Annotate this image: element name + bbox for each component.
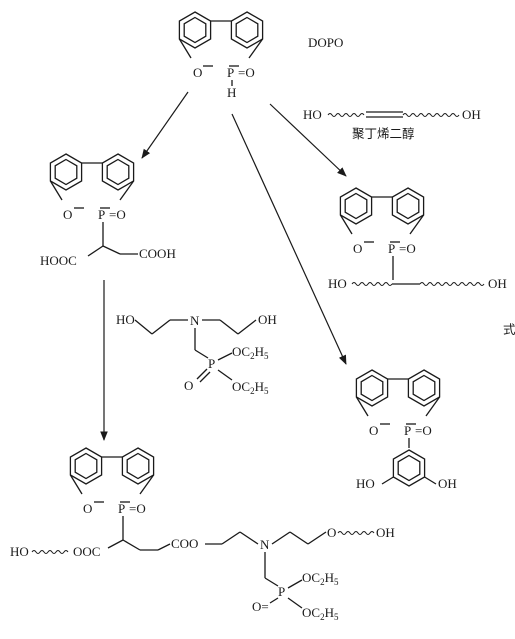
p2-ring-o: O	[353, 241, 362, 256]
p4-p2: P	[278, 584, 285, 599]
p4-coo: COO	[171, 536, 198, 551]
r2-p-o: O	[184, 378, 193, 393]
p2-ho: HO	[328, 276, 347, 291]
polybutadiene-diol-reagent: HO OH	[303, 107, 481, 122]
p2-eq-o: =O	[399, 241, 416, 256]
p3-ring-o: O	[369, 423, 378, 438]
p3-oh: OH	[438, 476, 457, 491]
dopo-p: P	[227, 65, 234, 80]
p4-ether-o: O	[327, 525, 336, 540]
dopo-hydroquinone: O P =O HO OH	[356, 370, 457, 491]
phosphonate-amine-reagent: HO N OH P OC2H5 OC2H5 O	[116, 312, 277, 396]
dopo-structure: O P =O H	[179, 12, 262, 100]
p4-eq-o: =O	[129, 501, 146, 516]
p1-cooh: COOH	[139, 246, 176, 261]
r2-ho: HO	[116, 312, 135, 327]
reagent-oh: OH	[462, 107, 481, 122]
dopo-polybutadiene-diol: O P =O HO OH	[328, 188, 507, 291]
arrow-to-polybutadiene	[269, 103, 347, 177]
dopo-succinic-acid: O P =O HOOC COOH	[40, 154, 176, 268]
edge-char: 式	[503, 322, 515, 337]
p4-p-eq-o: O=	[252, 599, 269, 614]
final-polyol-product: O P =O HO OOC COO N O OH P OC2H5 OC2H5 O…	[10, 448, 395, 622]
p4-oh: OH	[376, 525, 395, 540]
p1-hooc: HOOC	[40, 253, 77, 268]
dopo-label: DOPO	[308, 35, 343, 50]
p4-n: N	[260, 537, 270, 552]
p4-ring-o: O	[83, 501, 92, 516]
polybutadiene-diol-label: 聚丁烯二醇	[352, 126, 415, 141]
p3-p: P	[404, 423, 411, 438]
arrow-to-hydroquinone	[231, 113, 347, 365]
r2-oh: OH	[258, 312, 277, 327]
p1-ring-o: O	[63, 207, 72, 222]
r2-p: P	[208, 356, 215, 371]
p4-ooc: OOC	[73, 544, 100, 559]
p4-oc2h5-bottom: OC2H5	[302, 605, 339, 622]
dopo-ring-o: O	[193, 65, 202, 80]
p1-eq-o: =O	[109, 207, 126, 222]
p2-p: P	[388, 241, 395, 256]
r2-oc2h5-bottom: OC2H5	[232, 379, 269, 396]
p4-p: P	[118, 501, 125, 516]
p3-ho: HO	[356, 476, 375, 491]
arrow-to-succinic	[141, 91, 189, 159]
dopo-h: H	[227, 85, 236, 100]
r2-oc2h5-top: OC2H5	[232, 344, 269, 361]
p3-eq-o: =O	[415, 423, 432, 438]
dopo-eq-o: =O	[238, 65, 255, 80]
reagent-ho: HO	[303, 107, 322, 122]
p4-ho: HO	[10, 544, 29, 559]
p2-oh: OH	[488, 276, 507, 291]
p1-p: P	[98, 207, 105, 222]
p4-oc2h5-top: OC2H5	[302, 570, 339, 587]
r2-n: N	[190, 313, 200, 328]
